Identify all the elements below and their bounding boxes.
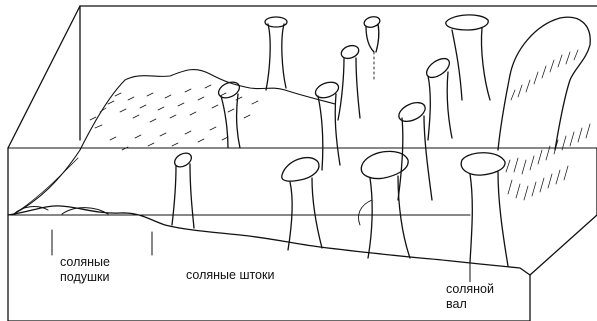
salt-stock [461, 153, 508, 266]
salt-stock [363, 15, 381, 80]
label-salt-pillows-line2: подушки [60, 270, 110, 285]
label-salt-pillows-line1: соляные [60, 255, 110, 270]
salt-pillows [52, 230, 152, 255]
salt-stocks [172, 15, 508, 266]
salt-stock [359, 151, 411, 258]
salt-stock [446, 15, 490, 100]
label-salt-wall-line2: вал [446, 297, 494, 312]
salt-stock [313, 79, 340, 170]
salt-topography [12, 70, 335, 215]
label-salt-wall: соляной вал [446, 282, 494, 312]
label-salt-stocks-text: соляные штоки [186, 268, 274, 283]
salt-stock [172, 150, 194, 228]
salt-stock [338, 43, 361, 120]
label-salt-wall-line1: соляной [446, 282, 494, 297]
label-salt-pillows: соляные подушки [60, 255, 110, 285]
salt-stock [282, 158, 322, 250]
label-salt-stocks: соляные штоки [186, 268, 274, 283]
salt-stock [396, 55, 453, 200]
salt-wall [470, 17, 590, 282]
salt-stock [265, 17, 287, 90]
salt-stock [216, 79, 242, 148]
